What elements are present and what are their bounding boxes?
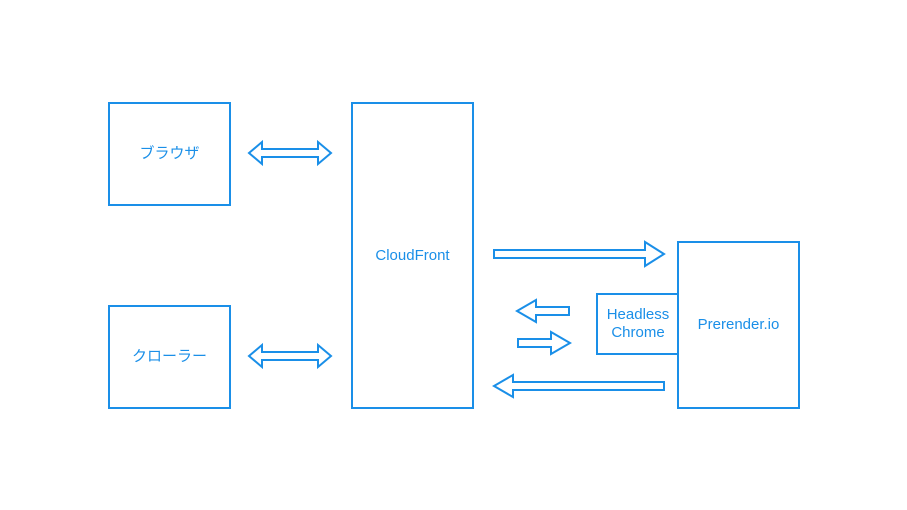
node-cloudfront: CloudFront (351, 102, 474, 409)
arrow-prerender-to-cloudfront (492, 373, 665, 399)
arrow-browser-cloudfront (247, 139, 333, 167)
node-crawler-label: クローラー (131, 348, 207, 365)
node-headless-chrome-label: Headless Chrome (606, 306, 670, 341)
node-browser-label: ブラウザ (139, 145, 200, 162)
node-crawler: クローラー (108, 305, 231, 409)
arrow-cloudfront-to-prerender (493, 240, 666, 268)
arrow-headless-to-cloudfront (515, 298, 570, 324)
node-browser: ブラウザ (108, 102, 231, 206)
node-cloudfront-label: CloudFront (375, 246, 450, 264)
node-headless-chrome: Headless Chrome (596, 293, 680, 355)
node-prerender-label: Prerender.io (697, 316, 780, 333)
arrow-cloudfront-to-headless (517, 330, 572, 356)
arrow-crawler-cloudfront (247, 342, 333, 370)
node-prerender: Prerender.io (677, 241, 800, 409)
